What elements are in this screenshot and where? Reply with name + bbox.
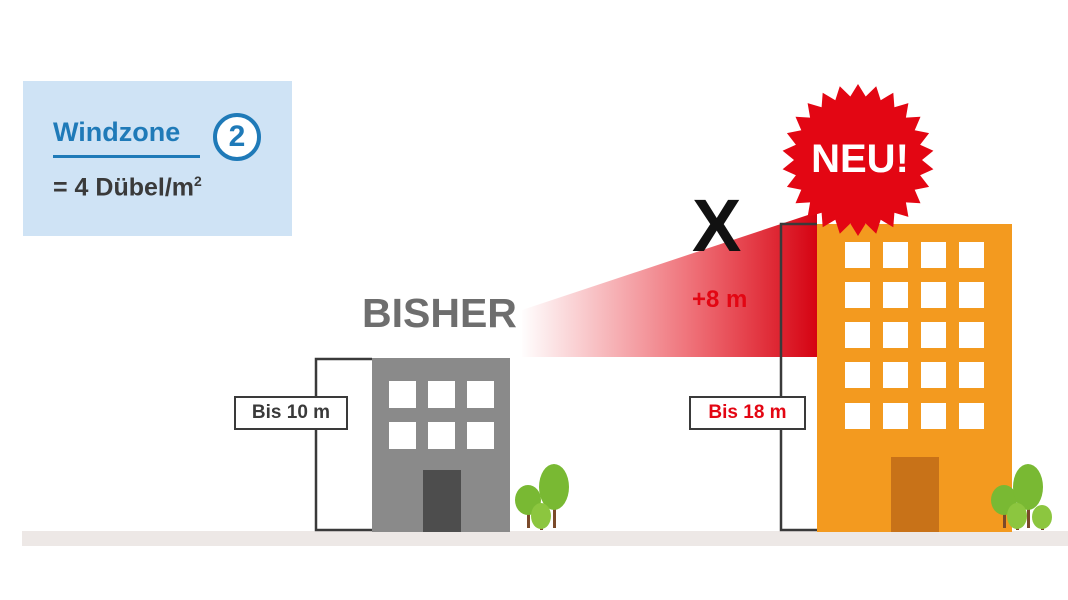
height-increase-beam — [522, 212, 817, 357]
windzone-underline — [53, 155, 200, 158]
ground — [22, 531, 1068, 546]
windzone-title: Windzone — [53, 117, 181, 147]
height-increase-label: +8 m — [692, 286, 748, 313]
old-building — [372, 358, 510, 532]
height-bracket-old — [314, 357, 372, 532]
tree-icon — [1013, 464, 1043, 528]
tree-icon — [539, 464, 569, 528]
dowel-rate: = 4 Dübel/m2 — [53, 173, 202, 202]
tree-icon — [531, 503, 551, 530]
neu-badge-label: NEU! — [811, 137, 909, 181]
tree-icon — [1032, 505, 1052, 530]
dowel-rate-text: = 4 Dübel/m — [53, 173, 195, 202]
windzone-info-box: Windzone 2 = 4 Dübel/m2 — [23, 81, 292, 236]
bisher-label: BISHER — [362, 290, 517, 336]
dowel-rate-exponent: 2 — [194, 173, 202, 189]
height-label-old: Bis 10 m — [234, 396, 348, 430]
starburst-icon — [782, 84, 934, 236]
height-label-new: Bis 18 m — [689, 396, 806, 430]
tree-icon — [1007, 503, 1027, 530]
height-bracket-new — [779, 222, 817, 532]
x-mark: X — [692, 184, 742, 267]
windzone-number-badge: 2 — [213, 113, 261, 161]
new-building — [817, 224, 1012, 532]
